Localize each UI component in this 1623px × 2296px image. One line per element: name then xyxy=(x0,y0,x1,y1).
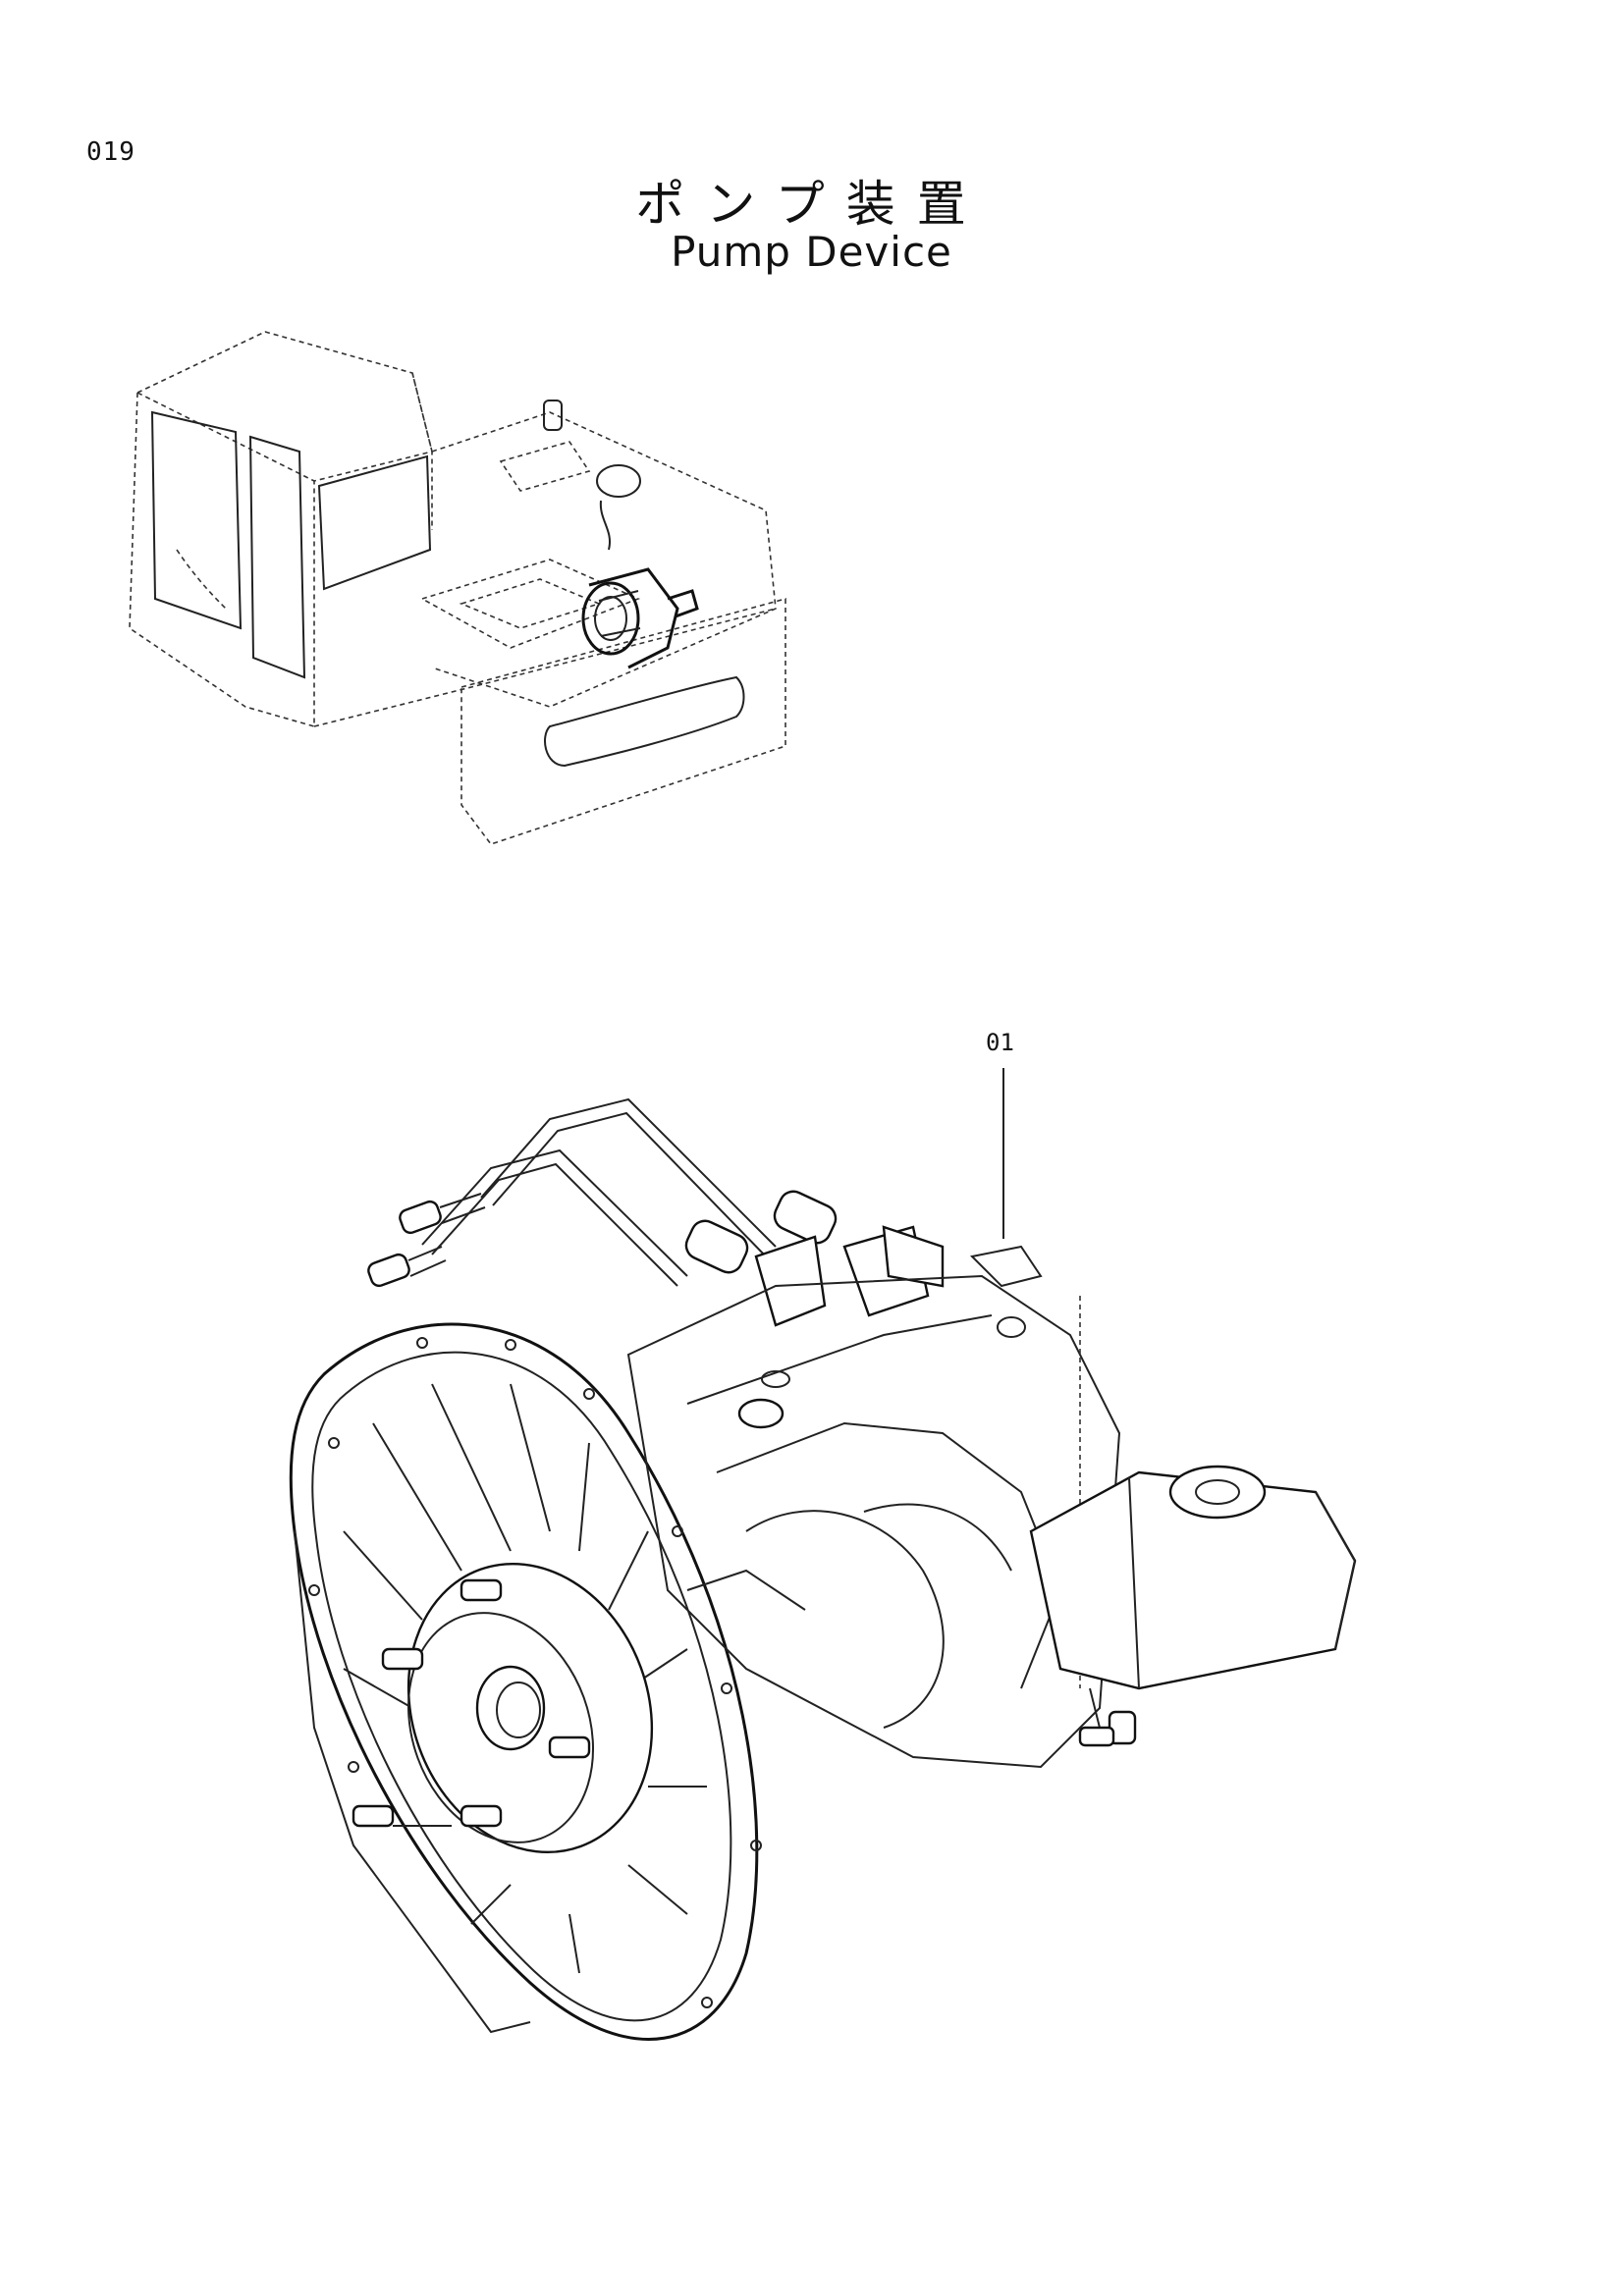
page-number: 019 xyxy=(86,137,135,167)
hydraulic-pipes xyxy=(367,1097,777,1288)
excavator-locator-view xyxy=(129,331,786,845)
gear-pump xyxy=(1029,1465,1357,1747)
flywheel-housing xyxy=(289,1322,762,2041)
pump-body xyxy=(626,1245,1121,1769)
pump-device-drawing xyxy=(289,1068,1357,2041)
callout-label-01: 01 xyxy=(986,1029,1014,1056)
pump-location-highlight xyxy=(581,567,699,669)
page-title-japanese: ポンプ装置 xyxy=(635,176,988,233)
coupling-hub xyxy=(352,1562,654,1854)
page-title-english: Pump Device xyxy=(671,228,952,276)
solenoid-valves xyxy=(684,1190,945,1327)
